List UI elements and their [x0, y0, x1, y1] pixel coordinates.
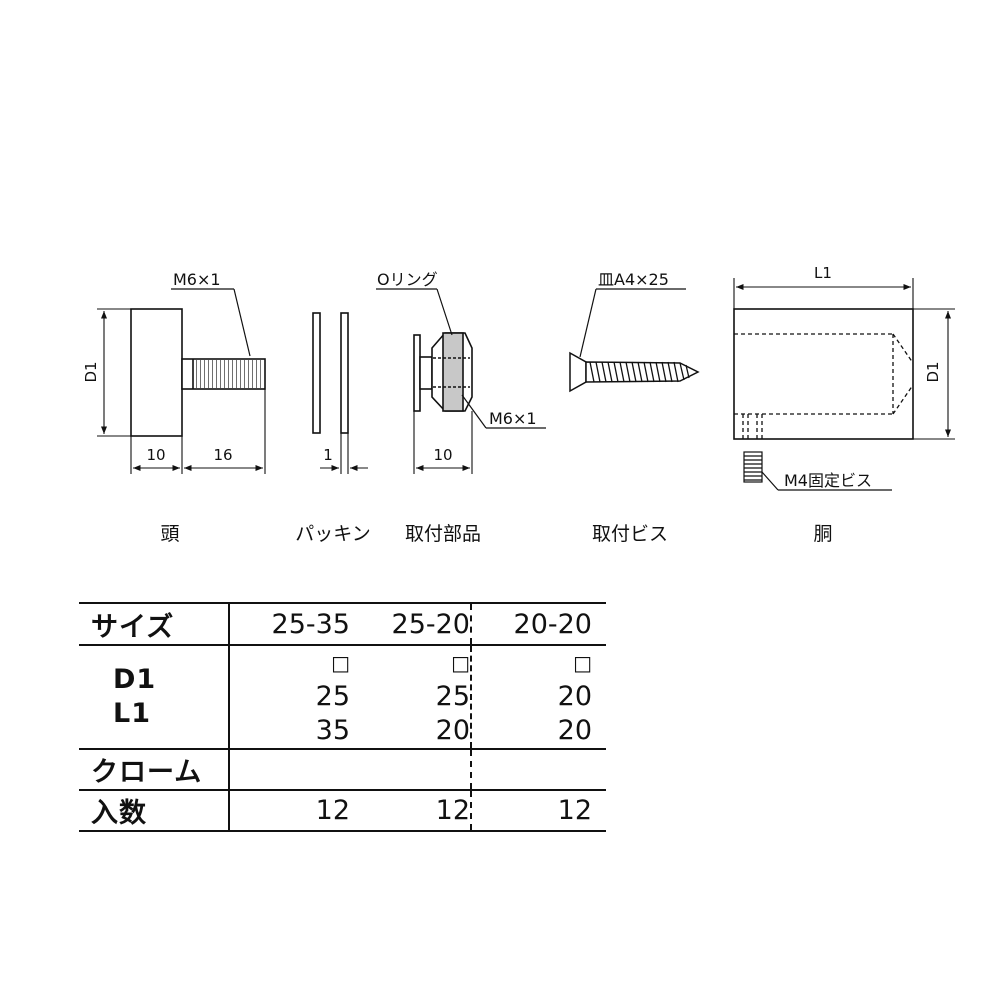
chrome-header: クローム [79, 749, 229, 791]
d1-l1-cell: □ 25 35 [228, 645, 350, 750]
packing-part-label: パッキン [295, 523, 370, 545]
screw-callout: 皿A4×25 [598, 270, 669, 289]
parts-drawing: M6×1 D1 10 16 頭 1 パッキン Oリング [82, 264, 955, 545]
head-d1-label: D1 [82, 361, 100, 382]
head-w1-label: 10 [146, 446, 165, 464]
packing-part [312, 312, 349, 434]
square-symbol: □ [451, 651, 470, 675]
body-part [733, 308, 914, 440]
mount-width-dimension [413, 411, 473, 474]
d1-header: D1 [113, 664, 157, 695]
table-row-quantity: 入数 12 12 12 [79, 790, 606, 832]
head-width-dimension [130, 389, 266, 474]
spec-table: サイズ 25-35 25-20 20-20 D1 L1 □ 25 35 □ 25 2… [79, 602, 606, 832]
mount-part-label: 取付部品 [405, 523, 481, 545]
quantity-header: 入数 [79, 790, 229, 832]
l1-value: 35 [315, 715, 350, 746]
set-screw-leader [761, 471, 779, 491]
screw-part-label: 取付ビス [592, 523, 668, 545]
table-row-size: サイズ 25-35 25-20 20-20 [79, 602, 606, 646]
chrome-cell [350, 749, 472, 791]
head-w2-label: 16 [213, 446, 232, 464]
d1-l1-cell: □ 20 20 [471, 645, 606, 750]
packing-thickness-label: 1 [323, 446, 333, 464]
size-cell: 25-20 [350, 602, 472, 646]
square-symbol: □ [573, 651, 592, 675]
body-part-label: 胴 [813, 523, 832, 545]
head-part-label: 頭 [160, 523, 179, 545]
screw-leader [579, 288, 597, 358]
size-cell: 20-20 [471, 602, 606, 646]
set-screw-part [743, 451, 763, 483]
square-symbol: □ [331, 651, 350, 675]
size-cell: 25-35 [228, 602, 350, 646]
chrome-cell [228, 749, 350, 791]
mount-thread-callout: M6×1 [489, 409, 537, 428]
head-part [130, 308, 266, 437]
l1-value: 20 [435, 715, 470, 746]
o-ring-leader [436, 288, 453, 336]
d1-value: 25 [315, 681, 350, 712]
quantity-cell: 12 [228, 790, 350, 832]
size-header: サイズ [79, 602, 229, 646]
body-l1-dimension [733, 278, 914, 309]
d1-value: 25 [435, 681, 470, 712]
mount-part [413, 332, 473, 412]
quantity-cell: 12 [471, 790, 606, 832]
packing-thickness-dimension [320, 433, 368, 474]
d1-l1-cell: □ 25 20 [350, 645, 472, 750]
body-d1-label: D1 [924, 361, 942, 382]
body-l1-label: L1 [814, 264, 832, 282]
o-ring-callout: Oリング [377, 270, 438, 289]
head-thread-callout: M6×1 [173, 270, 221, 289]
set-screw-callout: M4固定ビス [784, 471, 872, 490]
mount-width-label: 10 [433, 446, 452, 464]
d1-value: 20 [557, 681, 592, 712]
head-d1-dimension [97, 308, 131, 437]
l1-value: 20 [557, 715, 592, 746]
table-row-d1-l1: D1 L1 □ 25 35 □ 25 20 □ 20 20 [79, 645, 606, 750]
chrome-cell [471, 749, 606, 791]
table-row-chrome: クローム [79, 749, 606, 791]
l1-header: L1 [113, 698, 151, 729]
d1-l1-header: D1 L1 [79, 645, 229, 750]
head-thread-leader [233, 288, 251, 357]
body-d1-dimension [913, 308, 955, 440]
screw-part [569, 351, 700, 393]
mount-thread-leader [461, 394, 487, 429]
quantity-cell: 12 [350, 790, 472, 832]
